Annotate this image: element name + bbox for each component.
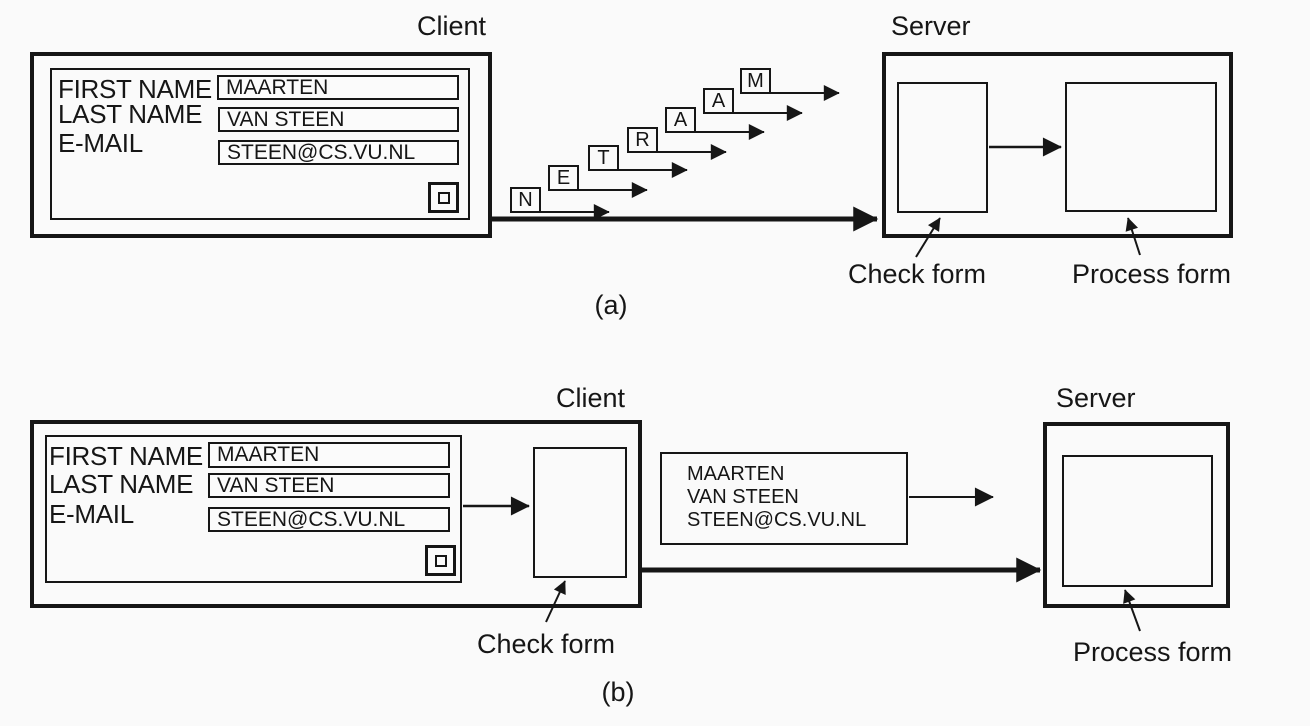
keystroke-key: N [510, 187, 541, 213]
client-title-a: Client [417, 11, 487, 41]
message-line: MAARTEN [687, 463, 785, 485]
submit-button-icon [437, 191, 450, 204]
first-name-field[interactable] [208, 442, 450, 468]
server-window-a [882, 52, 1233, 238]
process-form-box-b [1062, 455, 1213, 587]
form-panel-a: FIRST NAME LAST NAME E-MAIL [50, 68, 470, 220]
panel-b-caption: (b) [601, 677, 635, 707]
client-window-b [30, 420, 642, 608]
last-name-field[interactable] [208, 473, 450, 498]
message-line: STEEN@CS.VU.NL [687, 509, 867, 531]
keystroke-key: E [548, 165, 579, 191]
process-form-label-a: Process form [1072, 259, 1232, 289]
check-form-label-a: Check form [848, 259, 987, 289]
check-form-box-b [533, 447, 627, 578]
last-name-label: LAST NAME [49, 469, 194, 499]
check-form-label-b: Check form [477, 629, 616, 659]
submit-button[interactable] [428, 182, 459, 213]
process-form-box-a [1065, 82, 1217, 212]
keystroke-key: T [588, 145, 619, 171]
email-field[interactable] [208, 507, 450, 532]
keystroke-key: A [665, 107, 696, 133]
message-line: VAN STEEN [687, 486, 799, 508]
form-panel-b: FIRST NAME LAST NAME E-MAIL [45, 435, 462, 583]
email-field[interactable] [218, 140, 459, 165]
keystroke-key: M [740, 68, 771, 94]
email-label: E-MAIL [49, 499, 134, 529]
keystroke-key: A [703, 88, 734, 114]
keystroke-key: R [627, 127, 658, 153]
submit-button[interactable] [425, 545, 456, 576]
process-form-label-b: Process form [1073, 637, 1233, 667]
message-box: MAARTEN VAN STEEN STEEN@CS.VU.NL [660, 452, 908, 545]
first-name-label: FIRST NAME [49, 441, 203, 471]
last-name-label: LAST NAME [58, 99, 203, 129]
server-title-a: Server [891, 11, 971, 41]
first-name-label: FIRST NAME [58, 74, 212, 104]
last-name-field[interactable] [218, 107, 459, 132]
submit-button-icon [434, 554, 447, 567]
client-title-b: Client [556, 383, 626, 413]
panel-a-caption: (a) [594, 290, 628, 320]
email-label: E-MAIL [58, 128, 143, 158]
client-window-a [30, 52, 492, 238]
check-form-box-a [897, 82, 988, 213]
first-name-field[interactable] [217, 75, 459, 100]
server-title-b: Server [1056, 383, 1136, 413]
